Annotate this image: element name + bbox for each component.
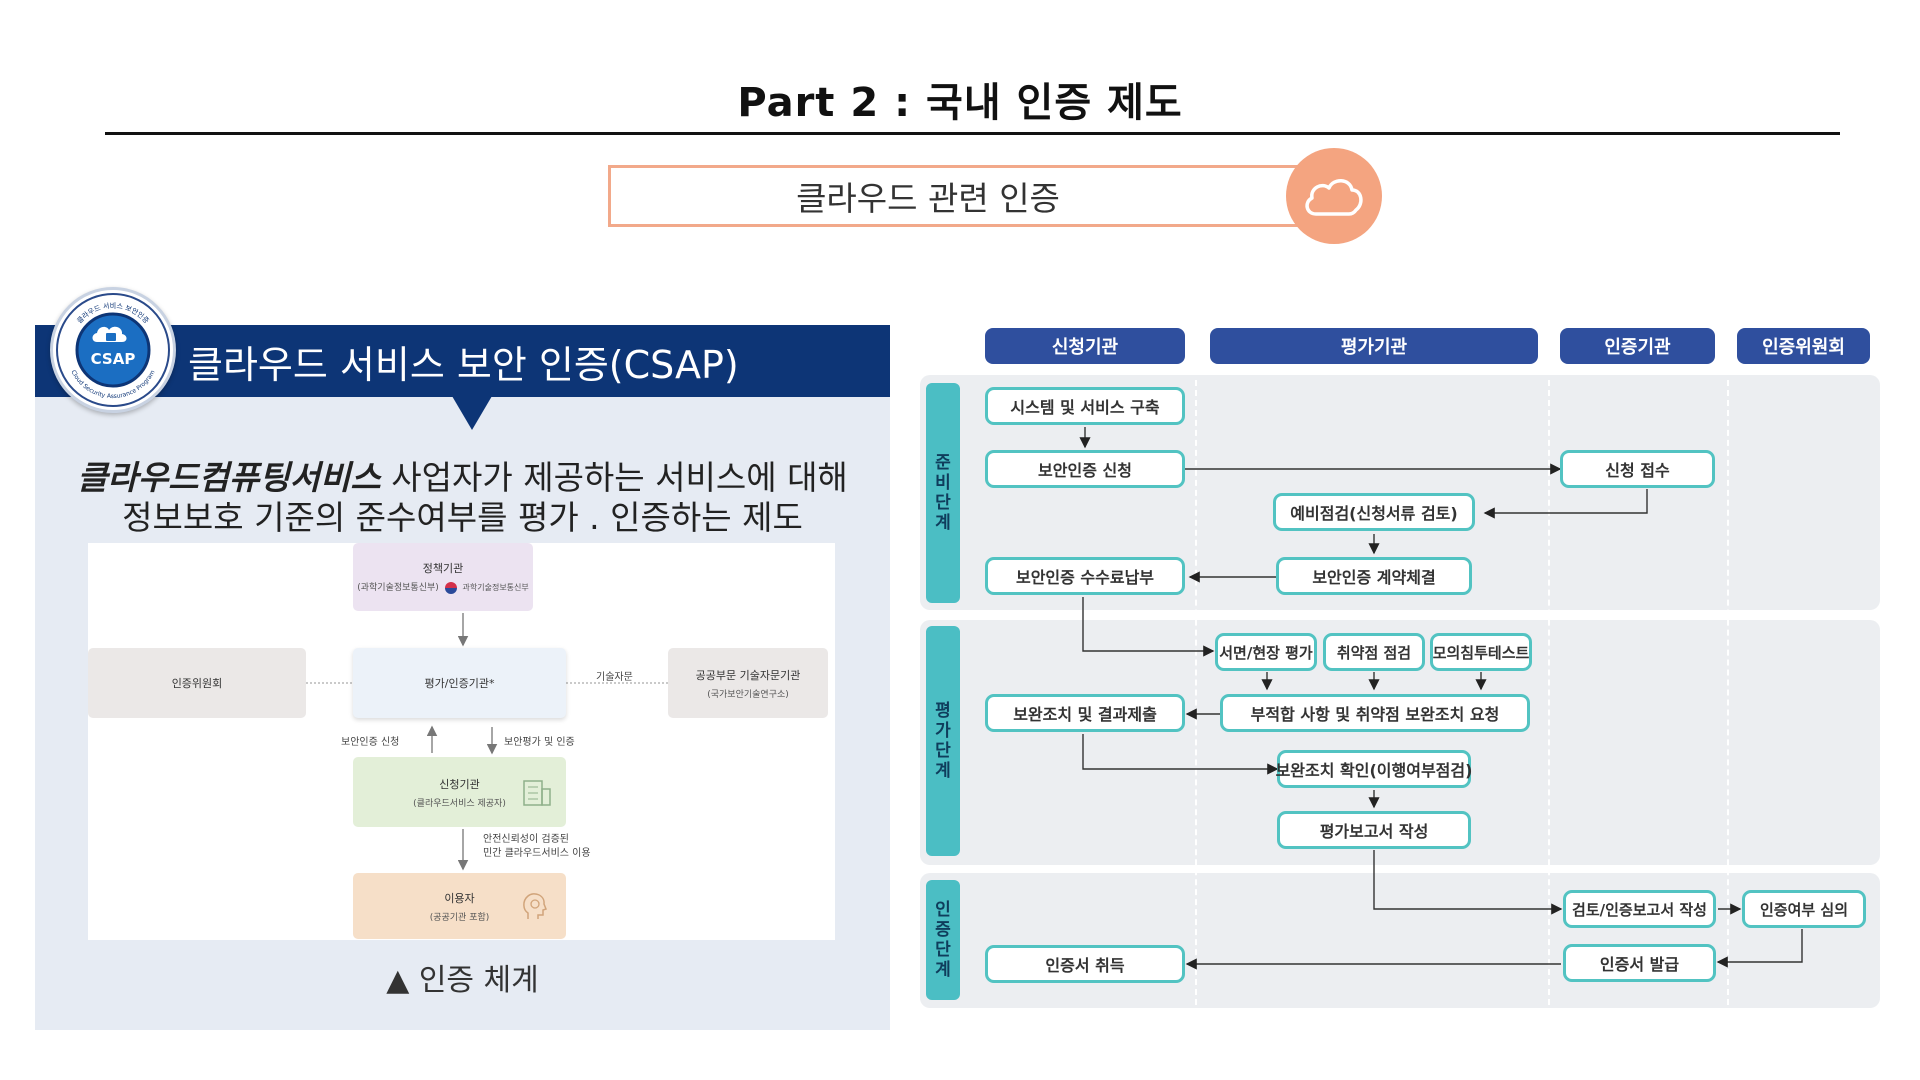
- ministry-logo-text: 과학기술정보통신부: [462, 583, 529, 593]
- node-vulnerability-check: 취약점 점검: [1323, 633, 1425, 671]
- lane-divider: [1548, 380, 1550, 1005]
- column-header-evaluator: 평가기관: [1210, 328, 1538, 364]
- banner-pointer: [452, 396, 492, 430]
- node-remediation-confirm: 보완조치 확인(이행여부점검): [1276, 750, 1472, 788]
- desc-emphasis: 클라우드컴퓨팅서비스: [77, 458, 381, 497]
- verified-label-line2: 민간 클라우드서비스 이용: [483, 848, 591, 859]
- evaluator-title: 평가/인증기관*: [424, 677, 495, 690]
- page-title: Part 2 : 국내 인증 제도: [737, 80, 1183, 126]
- user-title: 이용자: [444, 891, 475, 905]
- badge-text: CSAP: [91, 350, 136, 368]
- desc-rest: 사업자가 제공하는 서비스에 대해: [380, 458, 848, 497]
- title-divider: [105, 132, 1840, 135]
- node-preliminary-check: 예비점검(신청서류 검토): [1273, 493, 1475, 531]
- node-cert-application: 보안인증 신청: [985, 450, 1185, 488]
- user-box: 이용자 (공공기관 포함): [353, 873, 566, 939]
- lane-divider: [1195, 380, 1197, 1005]
- node-fee-payment: 보안인증 수수료납부: [985, 557, 1185, 595]
- verified-label: 안전신뢰성이 검증된 민간 클라우드서비스 이용: [483, 833, 591, 861]
- phase-label-eval: 평가단계: [926, 626, 960, 856]
- node-application-received: 신청 접수: [1560, 450, 1715, 488]
- column-header-applicant: 신청기관: [985, 328, 1185, 364]
- system-connectors: [306, 613, 668, 871]
- csap-logo: 클라우드 서비스 보안인증 Cloud Security Assurance P…: [50, 287, 176, 413]
- node-evaluation-report: 평가보고서 작성: [1277, 811, 1471, 849]
- policy-agency-ministry-paren: (과학기술정보통신부): [357, 583, 439, 594]
- taegeuk-icon: [444, 581, 457, 594]
- applicant-sub: (클라우드서비스 제공자): [413, 798, 506, 809]
- phase-label-eval-text: 평가단계: [935, 701, 951, 781]
- diagram-caption: ▲ 인증 체계: [386, 963, 539, 998]
- committee-title: 인증위원회: [171, 677, 223, 690]
- phase-label-cert-text: 인증단계: [935, 900, 951, 980]
- phase-label-prep: 준비단계: [926, 383, 960, 603]
- lane-divider: [1727, 380, 1729, 1005]
- phase-cert-area: [920, 873, 1880, 1008]
- node-cert-deliberation: 인증여부 심의: [1742, 890, 1866, 928]
- node-penetration-test: 모의침투테스트: [1430, 633, 1532, 671]
- verified-label-line1: 안전신뢰성이 검증된: [483, 834, 569, 845]
- eval-label: 보안평가 및 인증: [504, 737, 575, 748]
- topic-box: 클라우드 관련 인증: [608, 165, 1308, 227]
- node-remediation-request: 부적합 사항 및 취약점 보완조치 요청: [1220, 694, 1530, 732]
- building-icon: [523, 780, 551, 806]
- node-contract: 보안인증 계약체결: [1276, 557, 1472, 595]
- public-advisor-title: 공공부문 기술자문기관: [695, 668, 801, 682]
- committee-box: 인증위원회: [88, 648, 306, 718]
- phase-label-prep-text: 준비단계: [935, 453, 951, 533]
- advisory-label: 기술자문: [596, 672, 633, 683]
- public-advisor-box: 공공부문 기술자문기관 (국가보안기술연구소): [668, 648, 828, 718]
- public-advisor-sub: (국가보안기술연구소): [707, 689, 789, 700]
- node-review-cert-report: 검토/인증보고서 작성: [1563, 890, 1716, 928]
- node-remediation-submit: 보완조치 및 결과제출: [985, 694, 1185, 732]
- csap-description-line2: 정보보호 기준의 준수여부를 평가 . 인증하는 제도: [122, 498, 803, 537]
- node-cert-issued: 인증서 발급: [1563, 944, 1716, 982]
- column-header-certifier: 인증기관: [1560, 328, 1715, 364]
- policy-agency-title: 정책기관: [422, 562, 464, 576]
- certification-system-diagram: 정책기관 (과학기술정보통신부) 과학기술정보통신부 인증위원회 평가/인증기관…: [88, 543, 835, 940]
- csap-description-line1: 클라우드컴퓨팅서비스 사업자가 제공하는 서비스에 대해: [35, 458, 890, 498]
- applicant-title: 신청기관: [439, 777, 480, 791]
- node-cert-acquired: 인증서 취득: [985, 945, 1185, 983]
- csap-title: 클라우드 서비스 보안 인증(CSAP): [188, 342, 739, 387]
- user-head-icon: [523, 893, 547, 919]
- csap-banner: [35, 325, 890, 397]
- node-document-onsite-eval: 서면/현장 평가: [1215, 633, 1317, 671]
- evaluator-box: 평가/인증기관*: [353, 648, 566, 718]
- applicant-box: 신청기관 (클라우드서비스 제공자): [353, 757, 566, 827]
- apply-label: 보안인증 신청: [341, 737, 400, 748]
- policy-agency-box: 정책기관 (과학기술정보통신부) 과학기술정보통신부: [353, 543, 533, 611]
- phase-label-cert: 인증단계: [926, 880, 960, 1000]
- topic-label: 클라우드 관련 인증: [796, 179, 1060, 218]
- user-sub: (공공기관 포함): [429, 912, 490, 923]
- policy-agency-sub: (과학기술정보통신부) 과학기술정보통신부: [357, 580, 529, 594]
- cloud-icon: [1286, 148, 1382, 244]
- column-header-committee: 인증위원회: [1737, 328, 1870, 364]
- node-system-build: 시스템 및 서비스 구축: [985, 387, 1185, 425]
